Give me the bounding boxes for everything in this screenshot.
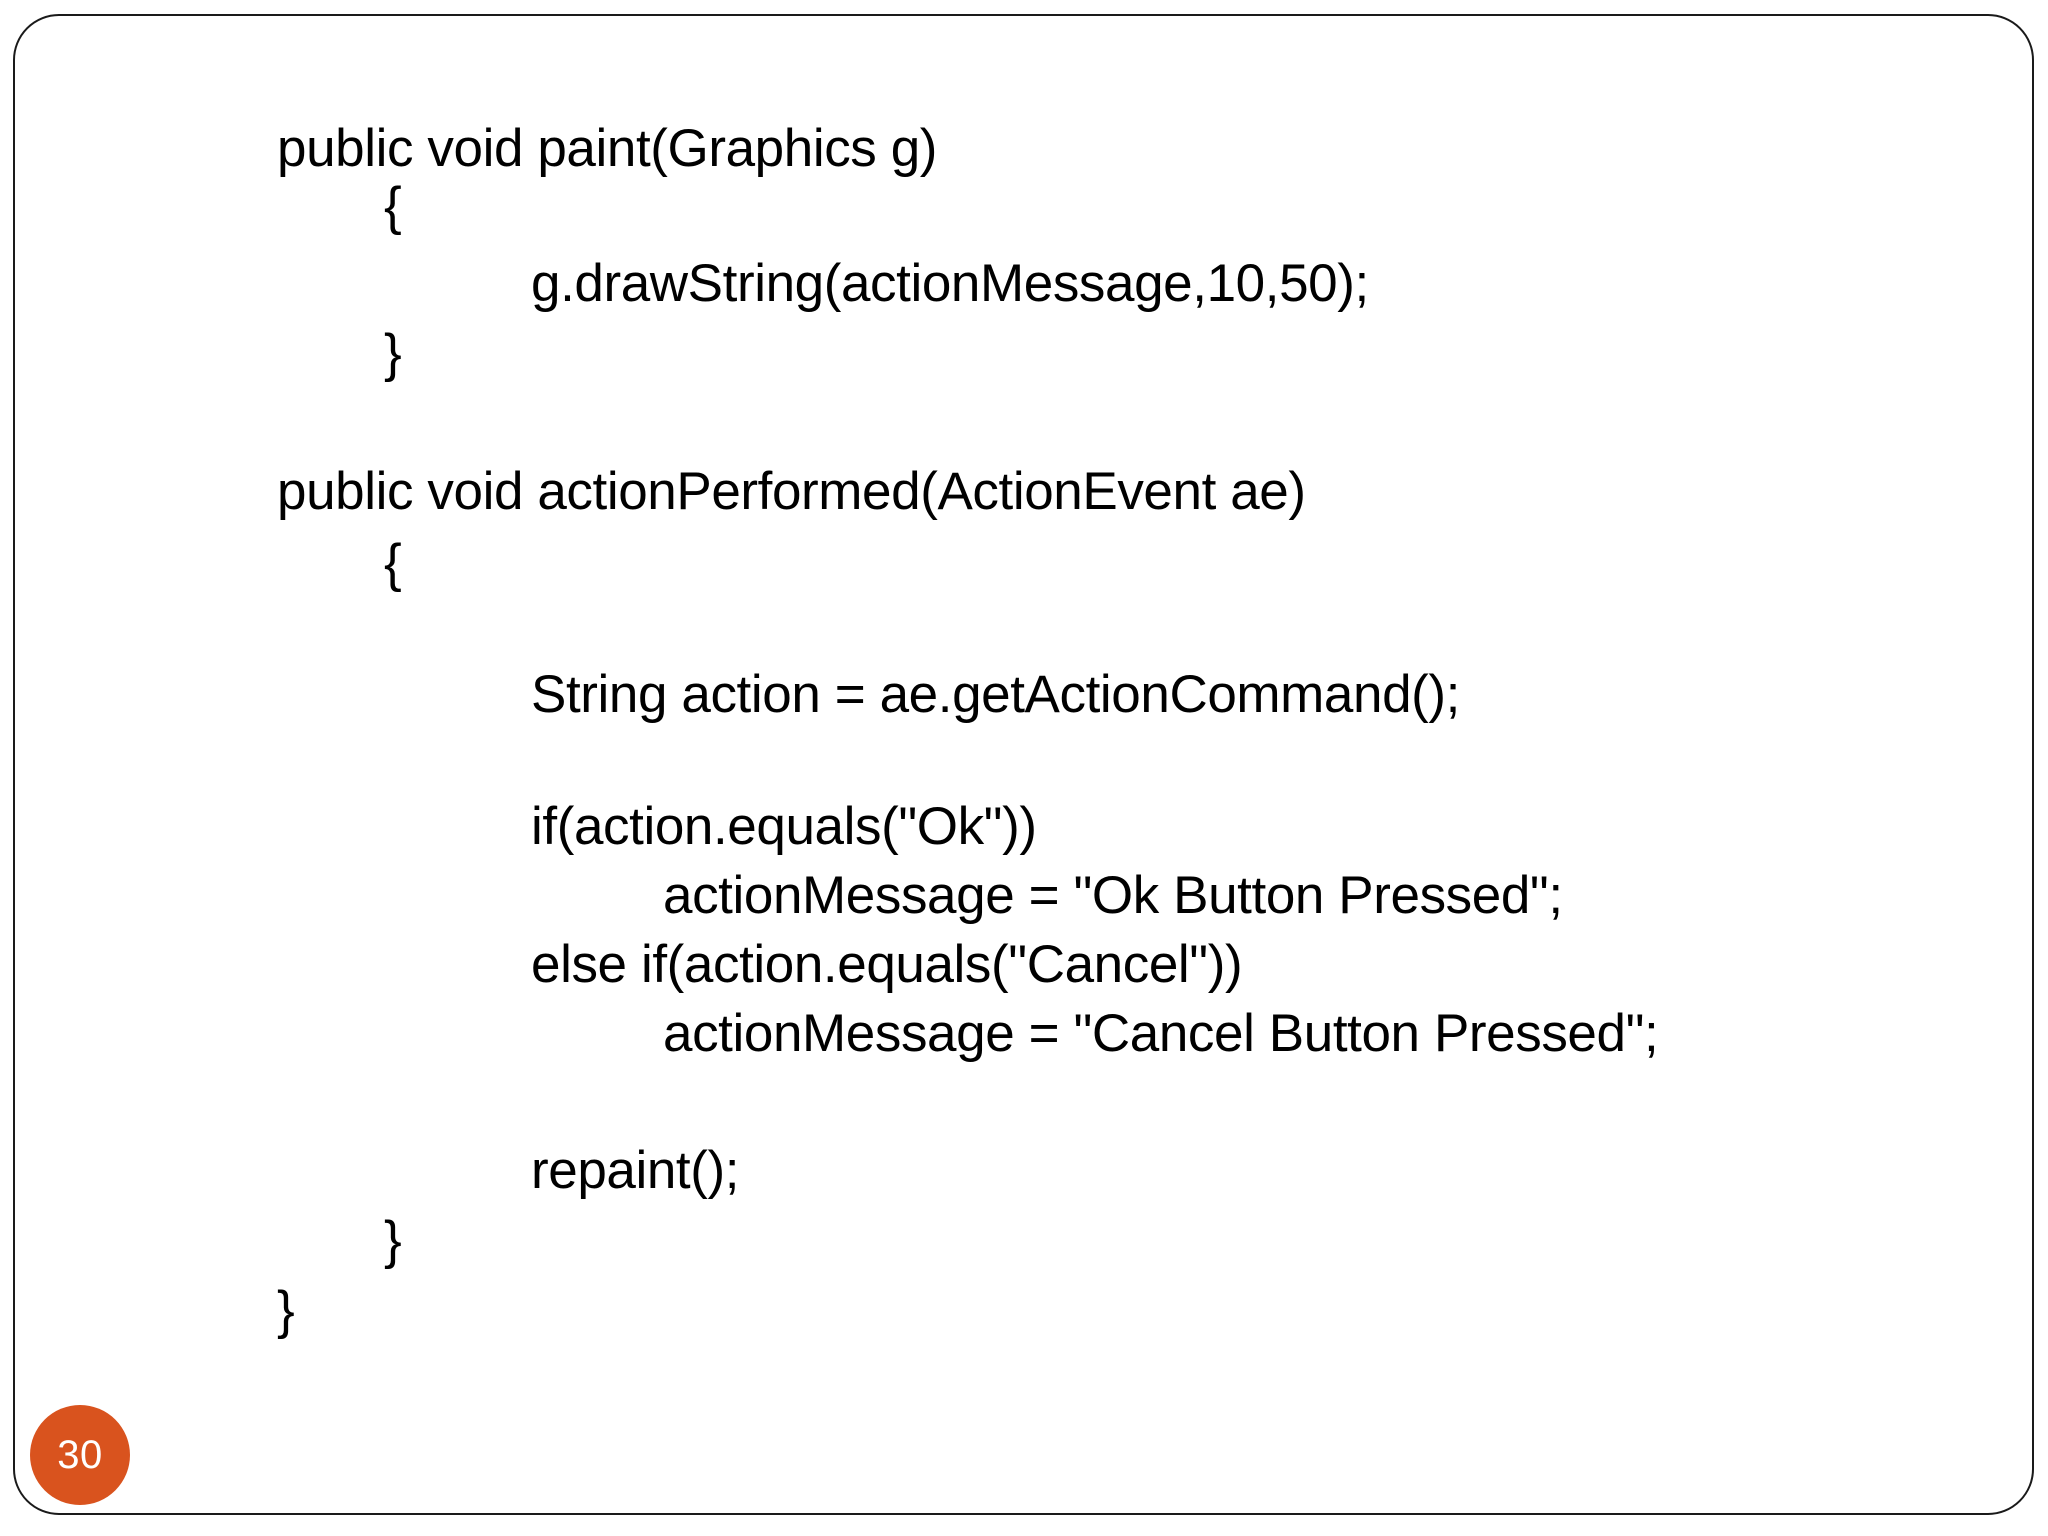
page-number-badge: 30	[30, 1405, 130, 1505]
code-line: {	[384, 534, 402, 593]
code-line: {	[384, 177, 402, 236]
code-line: g.drawString(actionMessage,10,50);	[531, 254, 1369, 313]
code-line: repaint();	[531, 1141, 740, 1200]
code-line: if(action.equals("Ok"))	[531, 797, 1037, 856]
code-line: }	[384, 324, 402, 383]
code-line: actionMessage = "Cancel Button Pressed";	[663, 1004, 1659, 1063]
code-line: String action = ae.getActionCommand();	[531, 665, 1460, 724]
code-line: public void actionPerformed(ActionEvent …	[277, 462, 1306, 521]
code-line: }	[277, 1281, 295, 1340]
code-line: public void paint(Graphics g)	[277, 119, 938, 178]
code-line: }	[384, 1211, 402, 1270]
page-number-label: 30	[57, 1433, 103, 1477]
code-line: actionMessage = "Ok Button Pressed";	[663, 866, 1563, 925]
code-line: else if(action.equals("Cancel"))	[531, 935, 1243, 994]
